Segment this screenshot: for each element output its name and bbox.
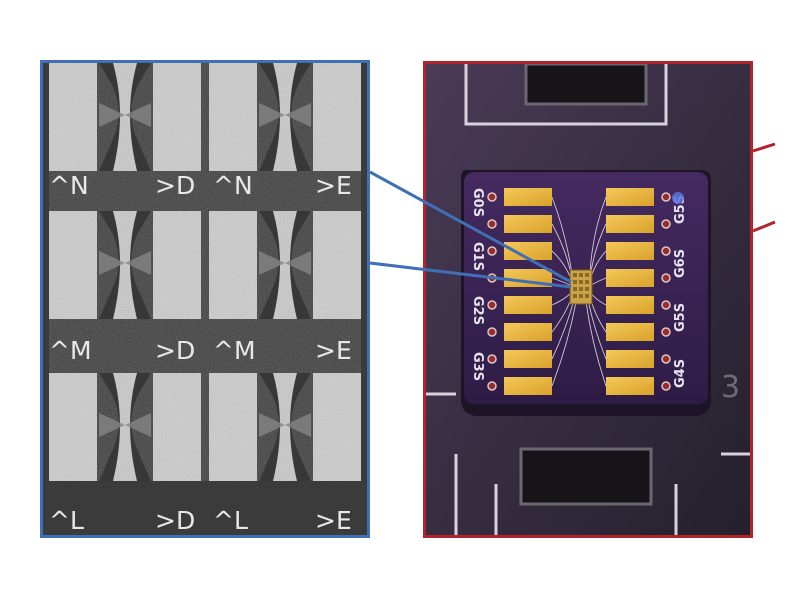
pad-label-right-2: G5S xyxy=(673,303,688,332)
sem-micrograph: ^N >D ^N >E ^M >D ^M >E ^L >D ^L >E xyxy=(43,63,367,535)
pad-label-right-3: G4S xyxy=(673,359,688,388)
sem-label-r2-c1: ^M xyxy=(49,336,92,365)
pad-label-right-1: G6S xyxy=(673,249,688,278)
sem-label-r2-c3: ^M xyxy=(213,336,256,365)
socket-bottom xyxy=(519,447,653,506)
socket-top xyxy=(524,64,648,106)
sem-label-r1-c4: >E xyxy=(315,171,352,200)
sem-micrograph-panel: ^N >D ^N >E ^M >D ^M >E ^L >D ^L >E xyxy=(40,60,370,538)
side-bracket-bottom xyxy=(752,220,776,233)
sem-label-r1-c1: ^N xyxy=(49,171,89,200)
sem-label-r2-c4: >E xyxy=(315,336,352,365)
sem-label-r3-c4: >E xyxy=(315,506,352,535)
sem-label-r3-c3: ^L xyxy=(213,506,248,535)
pad-label-left-3: G3S xyxy=(470,352,485,381)
pad-label-left-0: G0S xyxy=(470,188,485,217)
side-bracket-top xyxy=(752,142,776,153)
sem-label-r1-c3: ^N xyxy=(213,171,253,200)
gold-pads-right xyxy=(606,188,654,395)
sem-label-r2-c2: >D xyxy=(155,336,195,365)
pad-label-left-2: G2S xyxy=(470,296,485,325)
chip-carrier-photo: 3 xyxy=(426,64,750,535)
sem-label-r3-c2: >D xyxy=(155,506,195,535)
pad-label-left-1: G1S xyxy=(470,242,485,271)
sem-label-r3-c1: ^L xyxy=(49,506,84,535)
board-number: 3 xyxy=(721,370,740,405)
blue-marker xyxy=(672,192,684,204)
chip-carrier-photo-panel: 3 xyxy=(423,61,753,538)
sem-label-r1-c2: >D xyxy=(155,171,195,200)
